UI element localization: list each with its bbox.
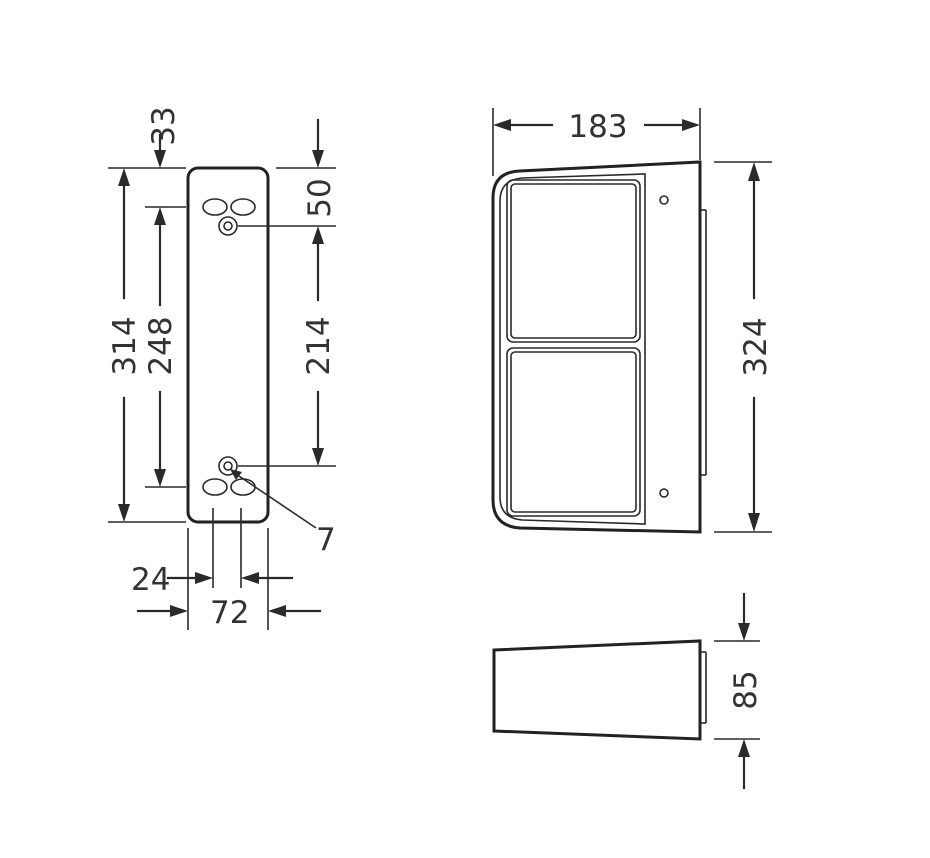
dim-85: 85 (728, 592, 764, 790)
dim-24: 24 (131, 562, 294, 598)
top-screw (659, 195, 669, 205)
upper-lens (506, 179, 641, 343)
dim-324: 324 (738, 162, 774, 532)
dim-248-label: 248 (143, 316, 179, 375)
bracket-plate (186, 166, 270, 524)
dim-183: 183 (493, 109, 700, 145)
dim-214: 214 (301, 226, 337, 466)
dim-214-label: 214 (301, 316, 337, 375)
dim-33-label: 33 (146, 106, 182, 145)
dim-33: 33 (146, 106, 182, 168)
dim-183-label: 183 (568, 109, 627, 145)
bottom-screw (659, 488, 669, 498)
dim-314: 314 (107, 168, 143, 522)
bottom-mount-hole (218, 456, 238, 476)
housing-front-view: 183 324 (491, 108, 774, 534)
dim-324-label: 324 (738, 317, 774, 376)
dim-72-label: 72 (210, 595, 249, 631)
top-slot-left (202, 198, 228, 216)
bottom-mount-hole-inner (223, 461, 233, 471)
mounting-bracket-view: 33 314 248 50 (107, 106, 338, 631)
bottom-slot-left (202, 478, 228, 496)
dim-248: 248 (143, 207, 179, 487)
housing-top-view: 85 (492, 592, 764, 790)
dim-72: 72 (136, 595, 322, 631)
dim-50: 50 (302, 118, 338, 218)
housing-depth-outline (492, 639, 702, 741)
housing-outline (491, 160, 702, 534)
dim-24-label: 24 (131, 562, 170, 598)
top-mount-hole-inner (223, 221, 233, 231)
dim-314-label: 314 (107, 316, 143, 375)
lower-lens (506, 347, 641, 517)
dim-7: 7 (230, 469, 336, 558)
dim-7-label: 7 (316, 522, 336, 558)
dim-85-label: 85 (728, 670, 764, 709)
top-slot-right (230, 198, 256, 216)
top-mount-hole (218, 216, 238, 236)
dim-50-label: 50 (302, 178, 338, 217)
